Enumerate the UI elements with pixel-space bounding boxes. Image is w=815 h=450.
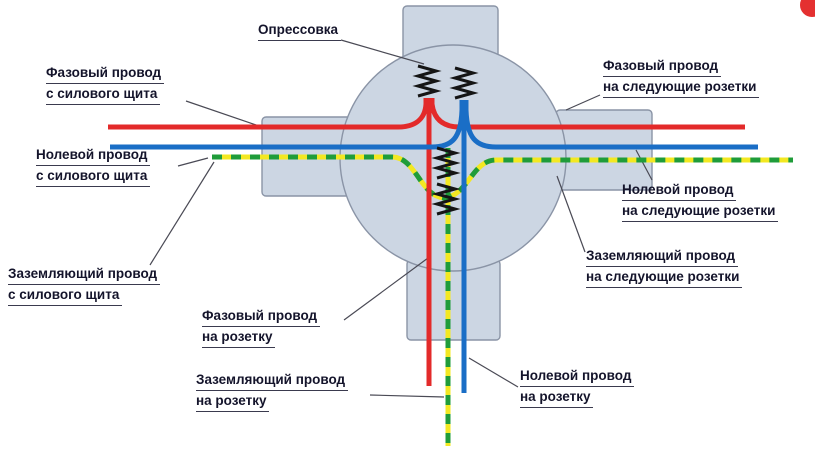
label-neutral-out: Нолевой провод на следующие розетки xyxy=(622,180,779,222)
label-ground-in: Заземляющий провод с силового щита xyxy=(8,264,161,306)
ground-wire-horizontal-dashes xyxy=(212,154,793,201)
label-ground-socket: Заземляющий провод на розетку xyxy=(196,370,349,412)
leader-neutral-socket xyxy=(468,357,519,388)
label-ground-out: Заземляющий провод на следующие розетки xyxy=(586,246,743,288)
label-crimping: Опрессовка xyxy=(258,20,342,41)
label-neutral-socket: Нолевой провод на розетку xyxy=(520,366,635,408)
label-phase-out: Фазовый провод на следующие розетки xyxy=(603,56,760,98)
leader-phase-in xyxy=(185,100,263,128)
label-phase-socket: Фазовый провод на розетку xyxy=(202,306,321,348)
label-neutral-in: Нолевой провод с силового щита xyxy=(36,145,151,187)
leader-ground-socket xyxy=(369,394,445,398)
leader-phase-out xyxy=(565,94,601,111)
close-badge-icon[interactable] xyxy=(798,0,815,19)
junction-box-stub-bottom xyxy=(406,259,501,341)
label-phase-in: Фазовый провод с силового щита xyxy=(46,63,165,105)
phase-wire-in xyxy=(108,98,429,130)
leader-crimping xyxy=(340,39,425,65)
neutral-wire-group xyxy=(110,100,758,393)
leader-ground-in xyxy=(149,161,215,266)
leader-phase-socket xyxy=(343,257,429,321)
leader-neutral-out xyxy=(635,149,653,181)
junction-box-stub-right xyxy=(555,109,653,191)
leader-ground-out xyxy=(556,175,586,253)
leader-neutral-in xyxy=(177,157,209,167)
